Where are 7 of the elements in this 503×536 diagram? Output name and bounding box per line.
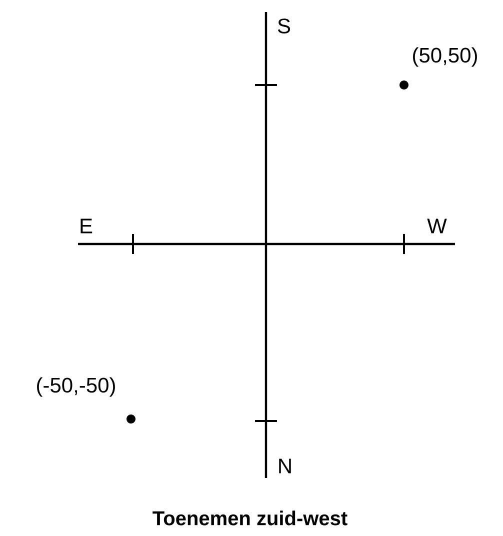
axis-label: W xyxy=(427,218,447,234)
axis-label: S xyxy=(278,18,290,34)
axis-label: E xyxy=(80,218,92,234)
axis-label: N xyxy=(279,458,291,474)
axis-label: (-50,-50) xyxy=(37,377,115,397)
caption: Toenemen zuid-west xyxy=(152,510,348,526)
axis-label: (50,50) xyxy=(413,47,477,67)
